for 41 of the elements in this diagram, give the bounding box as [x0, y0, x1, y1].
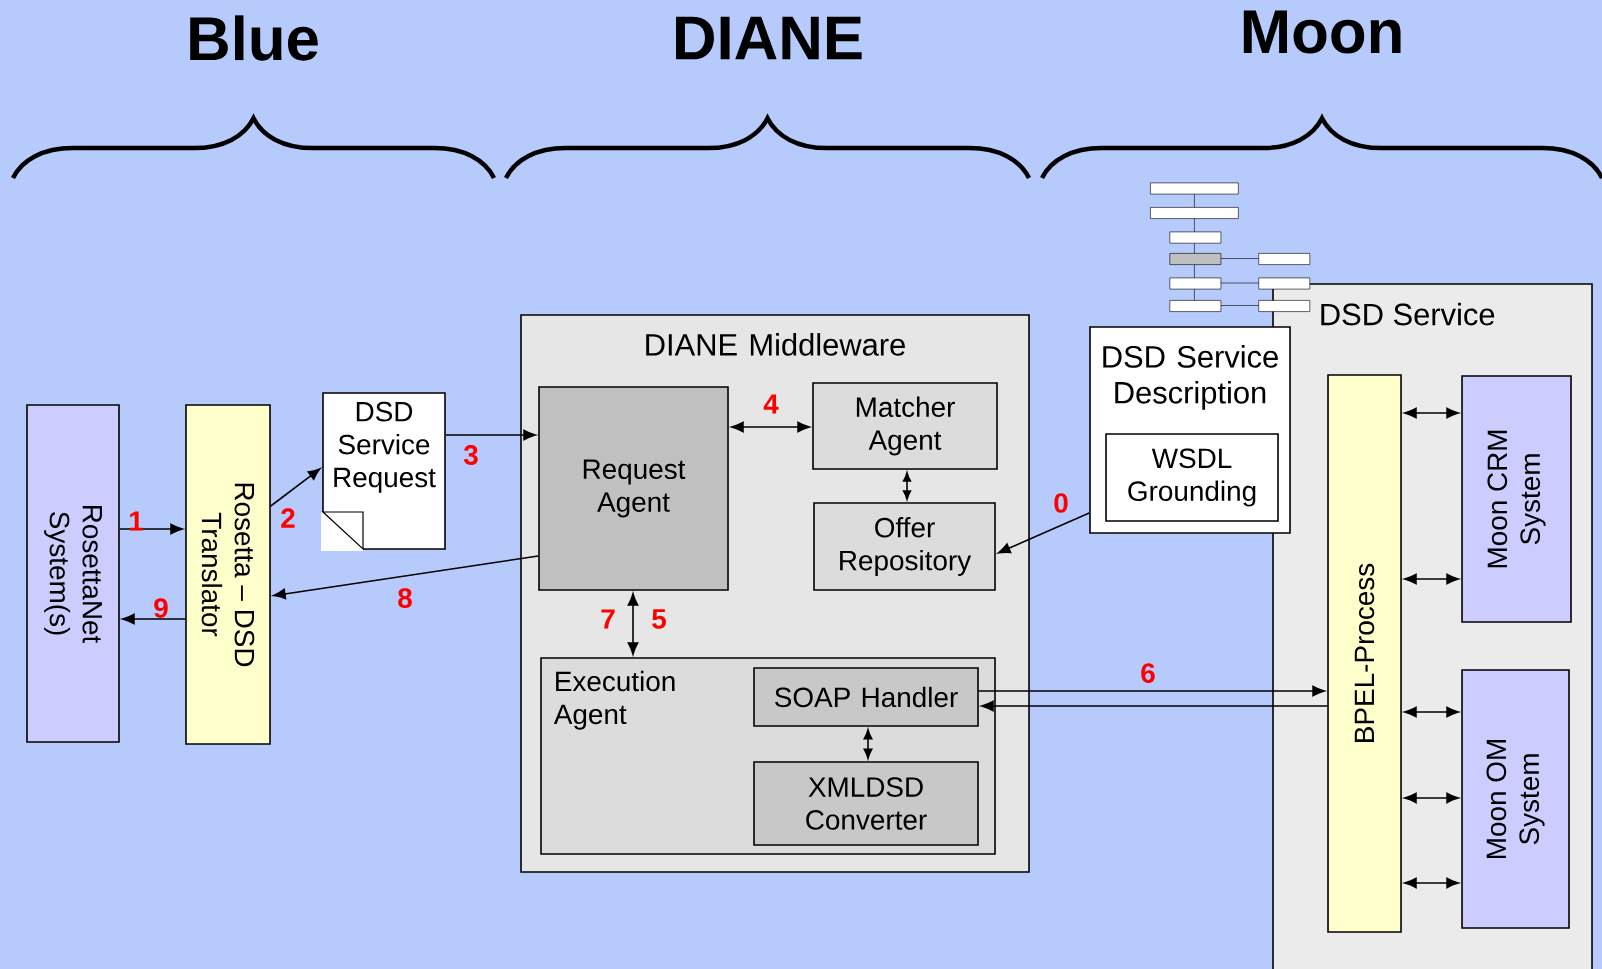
arrow [270, 468, 321, 507]
step-number: 4 [763, 394, 779, 414]
step-number: 8 [398, 588, 412, 608]
step-number: 6 [1141, 663, 1155, 683]
arrow [627, 593, 639, 655]
arrow [1404, 573, 1459, 585]
system-box: RosettaNet System(s) [26, 404, 120, 743]
arrow [445, 429, 536, 441]
column-heading: DIANE [676, 16, 862, 60]
arrow [1404, 706, 1459, 718]
arrow [981, 700, 1328, 712]
step-number: 0 [1054, 493, 1068, 513]
arrow [1404, 877, 1459, 889]
repository-box: Offer Repository [813, 502, 996, 591]
agent-box: Request Agent [538, 386, 729, 591]
process-bar: BPEL-Process [1327, 374, 1402, 933]
step-number: 3 [463, 445, 478, 465]
step-number: 2 [281, 508, 295, 528]
arrow [119, 523, 183, 535]
system-box: Moon OM System [1461, 669, 1570, 929]
converter-box: XMLDSD Converter [753, 761, 979, 846]
arrow [978, 685, 1325, 697]
column-heading: Moon [1243, 10, 1401, 54]
arrow [273, 555, 539, 600]
arrow [863, 729, 873, 759]
step-number: 9 [154, 598, 168, 618]
arrow [731, 421, 810, 433]
step-number: 1 [130, 511, 143, 531]
grounding-box: WSDL Grounding [1105, 433, 1279, 522]
system-box: Moon CRM System [1461, 375, 1572, 623]
agent-box: Matcher Agent [812, 382, 998, 470]
translator-box: Rosetta – DSD Translator [185, 404, 271, 745]
arrow [122, 613, 186, 625]
arrow [1404, 407, 1459, 419]
column-heading: Blue [190, 15, 318, 61]
arrow [997, 512, 1090, 554]
handler-box: SOAP Handler [753, 667, 979, 727]
arrow [1404, 792, 1459, 804]
step-number: 5 [652, 609, 666, 629]
step-number: 7 [601, 609, 615, 629]
arrow [902, 472, 912, 500]
